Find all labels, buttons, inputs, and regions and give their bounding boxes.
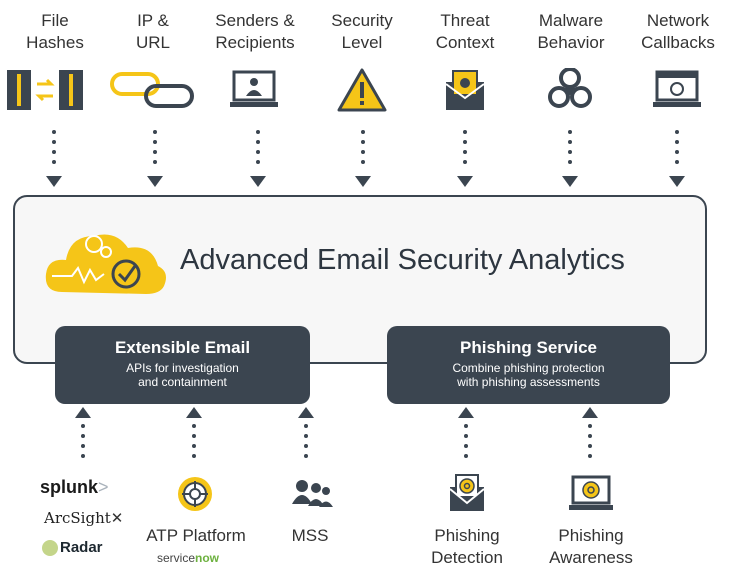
connector-dots	[153, 130, 157, 170]
arrow-down	[250, 176, 266, 187]
file-hash-icon	[7, 70, 83, 110]
connector-dots	[52, 130, 56, 170]
connector-dots	[256, 130, 260, 170]
arrow-down	[355, 176, 371, 187]
cloud-analytics-icon	[45, 234, 166, 294]
arrow-down	[46, 176, 62, 187]
phishing-service-panel: Phishing Service Combine phishing protec…	[387, 326, 670, 404]
arrow-down	[147, 176, 163, 187]
panel-title: Phishing Service	[460, 338, 597, 357]
target-crosshair-icon	[178, 477, 212, 511]
label-senders-recipients: Senders &Recipients	[215, 11, 295, 52]
arrow-up	[458, 407, 474, 418]
arrow-up	[186, 407, 202, 418]
target-laptop-icon	[569, 475, 613, 510]
atp-platform-label: ATP Platform	[146, 526, 246, 545]
laptop-user-icon	[230, 70, 278, 107]
bug-envelope-icon	[445, 70, 485, 110]
servicenow-logo: servicenow	[157, 551, 220, 565]
connector-dots	[463, 130, 467, 170]
connector-dots	[304, 424, 308, 464]
arcsight-logo: ArcSight✕	[44, 509, 124, 527]
connector-dots	[588, 424, 592, 464]
connector-dots	[568, 130, 572, 170]
arrow-down	[562, 176, 578, 187]
radar-mark-icon	[42, 540, 58, 557]
connector-dots	[464, 424, 468, 464]
label-ip-url: IP &URL	[135, 11, 170, 52]
biohazard-icon	[548, 68, 592, 108]
users-group-icon	[292, 480, 333, 507]
connector-dots	[192, 424, 196, 464]
mss-label: MSS	[291, 526, 329, 545]
arrow-up	[298, 407, 314, 418]
connector-dots	[361, 130, 365, 170]
connector-dots	[81, 424, 85, 464]
target-envelope-icon	[449, 474, 485, 511]
main-title: Advanced Email Security Analytics	[180, 244, 625, 276]
warning-triangle-icon	[337, 68, 387, 112]
panel-title: Extensible Email	[114, 338, 251, 357]
qradar-logo: Radar	[42, 539, 103, 557]
browser-biohazard-icon	[653, 70, 701, 107]
connector-dots	[675, 130, 679, 170]
link-chain-icon	[110, 72, 194, 108]
arrow-up	[75, 407, 91, 418]
arrow-down	[457, 176, 473, 187]
arrow-down	[669, 176, 685, 187]
splunk-logo: splunk>	[40, 477, 109, 497]
arrow-up	[582, 407, 598, 418]
